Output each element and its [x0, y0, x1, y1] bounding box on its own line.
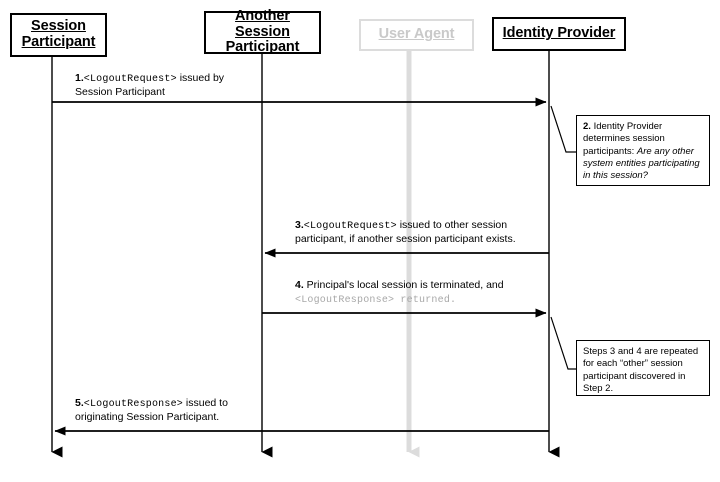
- message-text-3b: participant, if another session particip…: [295, 233, 516, 245]
- message-text-1b: Session Participant: [75, 86, 165, 98]
- message-number-1: 1.: [75, 72, 84, 84]
- note-step-2-text: Identity Provider determines session par…: [583, 121, 665, 157]
- message-number-4: 4.: [295, 279, 304, 291]
- note-repeat-text: Steps 3 and 4 are repeated for each “oth…: [583, 346, 699, 395]
- note-step-2-emphasis: Are any other system entities participat…: [583, 145, 700, 182]
- actor-label-identity-provider: Identity Provider: [502, 25, 616, 42]
- message-text-5b: originating Session Participant.: [75, 411, 220, 423]
- actor-label-another-session-participant: Another Session Participant: [225, 8, 300, 56]
- actor-label-user-agent: User Agent: [378, 26, 455, 43]
- actor-box-another-session-participant[interactable]: Another Session Participant: [204, 8, 321, 56]
- actor-box-identity-provider[interactable]: Identity Provider: [492, 17, 626, 51]
- message-text-5a: issued to: [182, 397, 228, 409]
- note-step-2-number: 2.: [583, 121, 591, 132]
- message-label-5: 5.<LogoutResponse> issued to originating…: [75, 397, 345, 425]
- message-code-3: <LogoutRequest>: [303, 221, 397, 232]
- note-step-2: 2. Identity Provider determines session …: [576, 115, 710, 186]
- message-label-3: 3.<LogoutRequest> issued to other sessio…: [295, 219, 565, 247]
- actor-box-user-agent[interactable]: User Agent: [359, 19, 474, 51]
- note-repeat: Steps 3 and 4 are repeated for each “oth…: [576, 340, 710, 396]
- message-number-3: 3.: [295, 219, 304, 231]
- note-connector-2: [550, 316, 576, 370]
- note-connector-1: [550, 105, 576, 153]
- actor-box-session-participant[interactable]: Session Participant: [10, 13, 107, 57]
- actor-label-session-participant: Session Participant: [21, 18, 96, 50]
- message-label-4: 4. Principal's local session is terminat…: [295, 279, 565, 307]
- message-code-1: <LogoutRequest>: [83, 74, 177, 85]
- message-code-5: <LogoutResponse>: [83, 399, 183, 410]
- message-number-5: 5.: [75, 397, 84, 409]
- message-text-4a: Principal's local session is terminated,…: [303, 279, 504, 291]
- message-text-1a: issued by: [176, 72, 225, 84]
- message-label-1: 1.<LogoutRequest> issued by Session Part…: [75, 72, 365, 100]
- message-code-4: <LogoutResponse> returned.: [295, 294, 457, 306]
- message-text-3a: issued to other session: [396, 219, 508, 231]
